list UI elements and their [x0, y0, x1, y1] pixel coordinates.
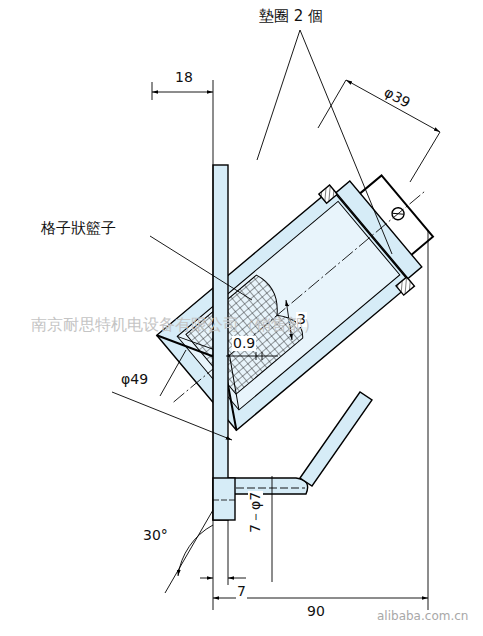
dimension-text: φ49 — [120, 372, 149, 387]
dimension-text: 0.9 — [232, 336, 256, 351]
dimension-text: 18 — [174, 70, 194, 85]
dimension-text: 7－φ7 — [248, 491, 263, 534]
part-label: 墊圈 2 個 — [258, 8, 324, 25]
basket-assembly — [131, 139, 469, 452]
dimension-text: 30° — [142, 528, 169, 543]
watermark: alibaba.com.cn — [376, 610, 469, 623]
dimension-lines — [112, 80, 440, 610]
dimension-text: φ39 — [381, 84, 414, 112]
part-label: 格子狀籃子 — [40, 220, 117, 237]
leader-lines — [150, 30, 392, 300]
dimension-text: 90 — [306, 604, 326, 619]
watermark: 南京耐思特机电设备有限公司（销售部） — [30, 316, 320, 334]
dimension-text: 7 — [236, 584, 247, 599]
